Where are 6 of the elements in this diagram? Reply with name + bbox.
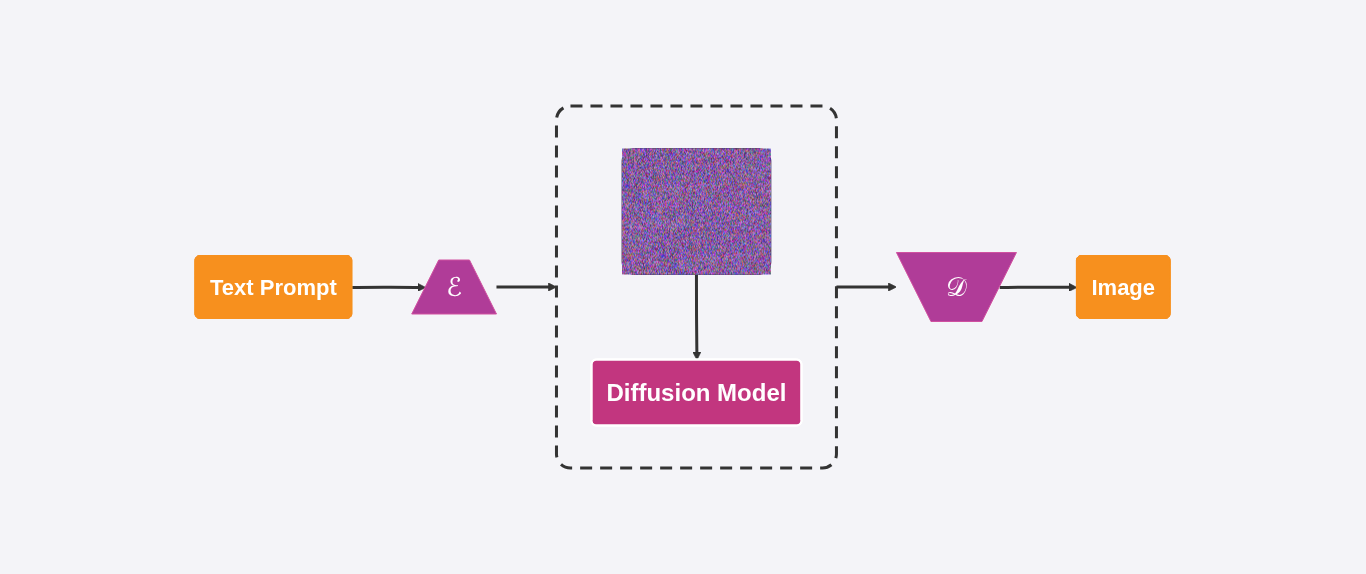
arrow [836, 282, 898, 292]
arrow [352, 283, 427, 292]
arrow [496, 282, 558, 292]
cluster [555, 104, 839, 470]
arrow [692, 274, 702, 361]
arrow [1000, 282, 1078, 292]
